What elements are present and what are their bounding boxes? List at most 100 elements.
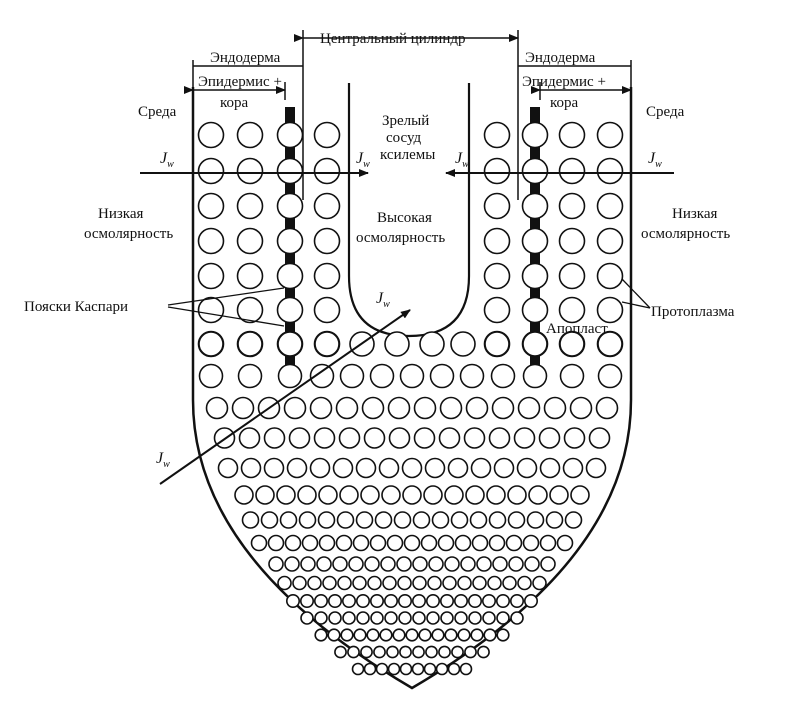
cell — [532, 575, 547, 591]
cell — [277, 363, 303, 389]
cell — [596, 121, 624, 149]
cell — [487, 575, 502, 591]
cell — [483, 121, 511, 149]
cell — [412, 511, 431, 529]
label-high-osm-2: осмолярность — [356, 230, 445, 246]
cell — [464, 645, 477, 659]
cell — [374, 511, 393, 529]
cell — [255, 485, 275, 505]
cell — [284, 556, 300, 572]
cell — [493, 457, 515, 479]
label-low-osm-right-1: Низкая — [672, 206, 718, 222]
cell — [465, 396, 489, 420]
cell — [198, 363, 224, 389]
cell — [337, 575, 352, 591]
cell — [459, 363, 485, 389]
cell — [383, 593, 398, 608]
cell — [392, 628, 406, 642]
cell — [507, 485, 527, 505]
cell — [564, 511, 583, 529]
cell — [373, 645, 386, 659]
cell — [342, 611, 356, 625]
cell — [558, 157, 586, 185]
cell — [313, 227, 341, 255]
label-medium-right: Среда — [646, 104, 685, 120]
cell — [197, 192, 225, 220]
cell — [476, 556, 492, 572]
cell — [355, 593, 370, 608]
cell — [313, 157, 341, 185]
cell — [423, 485, 443, 505]
cell — [378, 457, 400, 479]
header-brackets — [184, 30, 632, 200]
jw-label-left-outer: Jw — [160, 150, 174, 170]
cell — [231, 396, 255, 420]
cell — [276, 485, 296, 505]
flux-arrows — [140, 169, 674, 485]
cell — [338, 427, 361, 449]
cell — [322, 575, 337, 591]
label-cortex-left: кора — [220, 95, 249, 111]
cell — [339, 363, 365, 389]
cell — [234, 485, 254, 505]
label-high-osm-1: Высокая — [377, 210, 432, 226]
cell — [431, 511, 450, 529]
flux-arrow-diagonal — [159, 309, 411, 485]
cell — [387, 662, 401, 676]
cell — [488, 534, 506, 552]
label-protoplasm: Протоплазма — [651, 304, 735, 320]
label-epidermis-left: Эпидермис + — [198, 74, 282, 90]
label-central-cylinder: Центральный цилиндр — [320, 31, 465, 47]
cell — [411, 662, 425, 676]
cell — [299, 593, 314, 608]
cell — [470, 628, 484, 642]
cell — [197, 262, 225, 290]
cell — [431, 628, 445, 642]
cell — [585, 457, 607, 479]
label-low-osm-left-1: Низкая — [98, 206, 144, 222]
cell — [521, 296, 549, 324]
cell — [588, 427, 611, 449]
pointer-lines — [167, 278, 651, 327]
cell — [284, 534, 302, 552]
cell — [283, 396, 307, 420]
cell — [526, 511, 545, 529]
cell — [597, 331, 623, 357]
cell — [384, 331, 410, 357]
cell — [596, 262, 624, 290]
cell — [352, 534, 370, 552]
cell — [340, 628, 354, 642]
label-low-osm-right-2: осмолярность — [641, 226, 730, 242]
cell — [366, 628, 380, 642]
cell — [502, 575, 517, 591]
cell — [267, 534, 285, 552]
cell — [562, 457, 584, 479]
cell — [276, 262, 304, 290]
label-mature-vessel-2: сосуд — [386, 130, 422, 146]
jw-label-diagonal-top: Jw — [376, 290, 390, 310]
cell — [314, 611, 328, 625]
cell — [539, 457, 561, 479]
cell — [540, 556, 556, 572]
cell — [451, 645, 464, 659]
cell — [563, 427, 586, 449]
cell — [486, 485, 506, 505]
cell — [558, 227, 586, 255]
cell — [236, 121, 264, 149]
cell — [495, 593, 510, 608]
cell — [411, 593, 426, 608]
cell — [360, 645, 373, 659]
cell — [369, 534, 387, 552]
cell — [386, 645, 399, 659]
cell — [477, 645, 490, 659]
cell — [292, 575, 307, 591]
cell — [334, 645, 347, 659]
cell — [524, 556, 540, 572]
cell — [453, 593, 468, 608]
cell — [444, 628, 458, 642]
cell — [483, 227, 511, 255]
cell — [483, 296, 511, 324]
cell — [396, 556, 412, 572]
cell — [412, 575, 427, 591]
cell — [363, 662, 377, 676]
